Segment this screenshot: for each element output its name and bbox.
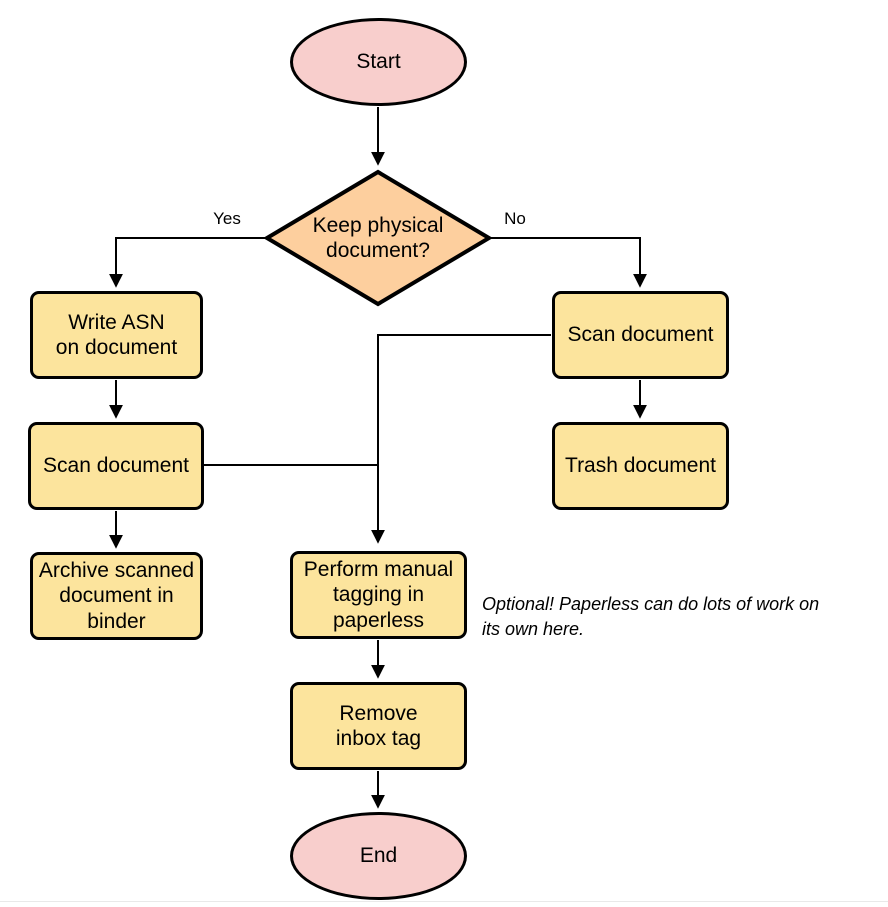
edge-decision-write-asn [109, 237, 266, 288]
node-scan-right-label: Scan document [567, 323, 714, 347]
node-manual-tagging: Perform manual tagging in paperless [290, 551, 467, 639]
node-remove-inbox-tag: Remove inbox tag [290, 682, 467, 770]
node-archive-label: Archive scanned document in binder [38, 559, 195, 633]
node-scan-left-label: Scan document [43, 454, 189, 478]
node-scan-document-right: Scan document [552, 291, 729, 379]
node-start: Start [290, 18, 467, 106]
page-bottom-rule [0, 901, 888, 902]
node-write-asn: Write ASN on document [30, 291, 203, 379]
annotation-optional-note: Optional! Paperless can do lots of work … [482, 594, 820, 640]
node-trash-label: Trash document [565, 454, 716, 478]
node-end: End [290, 812, 467, 900]
diamond-shape [263, 169, 493, 307]
node-decision-label: Keep physical document? [312, 213, 444, 262]
node-trash-document: Trash document [552, 422, 729, 510]
node-decision: Keep physical document? [263, 168, 493, 308]
node-remove-inbox-label: Remove inbox tag [335, 701, 422, 750]
edge-scan-right-tagging [371, 334, 551, 544]
node-start-label: Start [356, 50, 401, 74]
node-archive-binder: Archive scanned document in binder [30, 552, 203, 640]
node-tagging-label: Perform manual tagging in paperless [303, 558, 454, 632]
node-scan-document-left: Scan document [28, 422, 204, 510]
node-end-label: End [359, 844, 398, 868]
edge-label-no: No [504, 209, 526, 228]
edge-label-yes: Yes [213, 209, 241, 228]
edge-decision-scan-right [490, 237, 647, 288]
node-write-asn-label: Write ASN on document [55, 310, 178, 359]
